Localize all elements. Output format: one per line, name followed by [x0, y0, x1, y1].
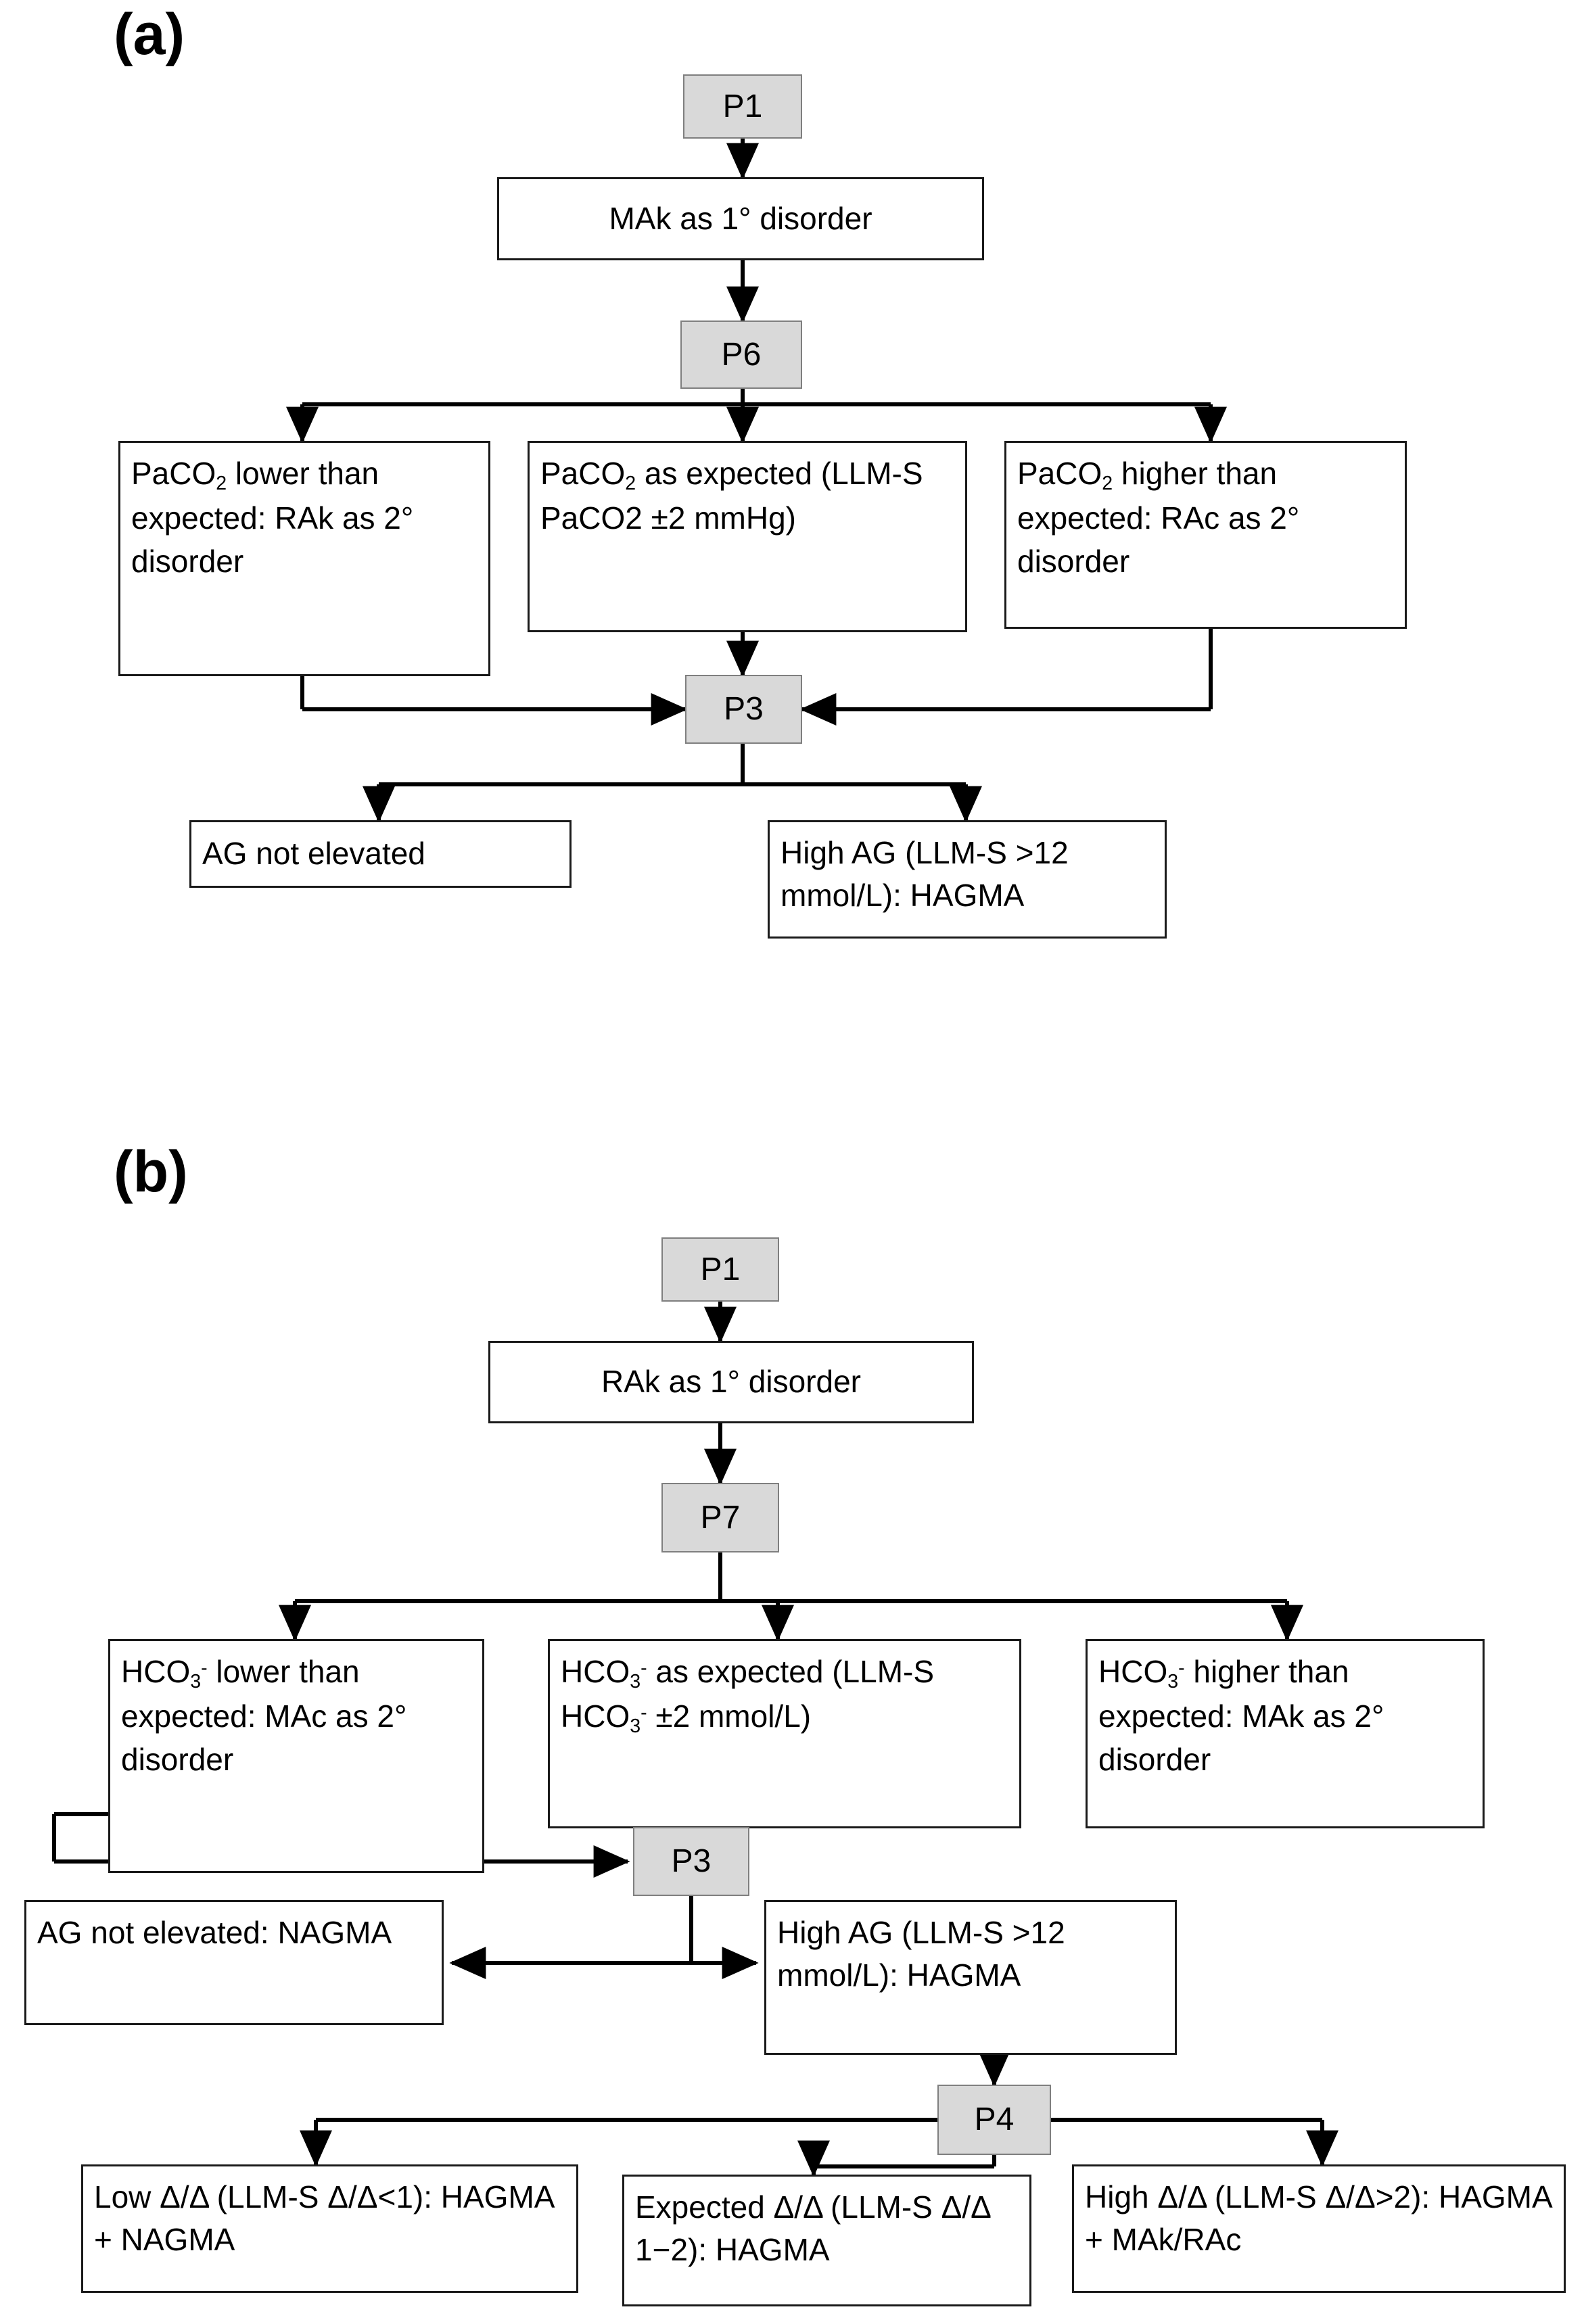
node-high-ag-b[interactable]: High AG (LLM-S >12 mmol/L): HAGMA: [764, 1900, 1177, 2055]
paco2-formula-prefix: PaCO: [1017, 456, 1102, 491]
node-hco3-lower-rest: lower than expected: MAc as 2° disorder: [121, 1654, 407, 1777]
hco3-subscript: 3: [1167, 1670, 1179, 1692]
decision-p4[interactable]: P4: [937, 2085, 1051, 2155]
node-delta-high-label: High Δ/Δ (LLM-S Δ/Δ>2): HAGMA + MAk/RAc: [1085, 2179, 1552, 2258]
hco3-superscript: -: [640, 1702, 647, 1724]
hco3-subscript: 3: [630, 1670, 641, 1692]
paco2-formula-prefix: PaCO: [540, 456, 626, 491]
decision-p3-a[interactable]: P3: [685, 675, 802, 744]
node-paco2-lower-rest: lower than expected: RAk as 2° disorder: [131, 456, 414, 579]
node-hco3-higher-label: HCO3- higher than expected: MAk as 2° di…: [1088, 1641, 1483, 1781]
node-paco2-higher-rest: higher than expected: RAc as 2° disorder: [1017, 456, 1300, 579]
node-delta-expected[interactable]: Expected Δ/Δ (LLM-S Δ/Δ 1−2): HAGMA: [622, 2175, 1031, 2306]
node-high-ag-b-label: High AG (LLM-S >12 mmol/L): HAGMA: [777, 1915, 1065, 1993]
hco3-superscript: -: [640, 1657, 647, 1680]
node-hco3-expected-rest-b: ±2 mmol/L): [647, 1699, 812, 1734]
node-high-ag-a[interactable]: High AG (LLM-S >12 mmol/L): HAGMA: [768, 820, 1167, 939]
hco3-subscript: 3: [190, 1670, 202, 1692]
node-paco2-higher-label: PaCO2 higher than expected: RAc as 2° di…: [1006, 443, 1405, 583]
decision-p7-label: P7: [700, 1499, 741, 1536]
decision-p1-a-label: P1: [722, 88, 763, 124]
node-paco2-expected-rest: as expected (LLM-S PaCO2 ±2 mmHg): [540, 456, 923, 536]
decision-p6[interactable]: P6: [680, 321, 802, 389]
node-hco3-lower[interactable]: HCO3- lower than expected: MAc as 2° dis…: [108, 1639, 484, 1873]
hco3-superscript: -: [1178, 1657, 1185, 1680]
node-ag-not-elevated-a[interactable]: AG not elevated: [189, 820, 572, 888]
node-rak-primary-disorder[interactable]: RAk as 1° disorder: [488, 1341, 974, 1423]
decision-p3-a-label: P3: [724, 691, 764, 727]
decision-p3-b[interactable]: P3: [633, 1827, 749, 1896]
decision-p1-b-label: P1: [700, 1251, 741, 1287]
node-high-ag-a-label: High AG (LLM-S >12 mmol/L): HAGMA: [781, 835, 1069, 914]
node-paco2-lower[interactable]: PaCO2 lower than expected: RAk as 2° dis…: [118, 441, 490, 676]
node-paco2-expected[interactable]: PaCO2 as expected (LLM-S PaCO2 ±2 mmHg): [528, 441, 967, 632]
node-delta-expected-label: Expected Δ/Δ (LLM-S Δ/Δ 1−2): HAGMA: [635, 2189, 990, 2268]
paco2-subscript: 2: [1102, 472, 1113, 494]
hco3-formula-prefix: HCO: [121, 1654, 191, 1689]
node-hco3-lower-label: HCO3- lower than expected: MAc as 2° dis…: [110, 1641, 482, 1781]
decision-p4-label: P4: [974, 2102, 1015, 2137]
node-delta-low-label: Low Δ/Δ (LLM-S Δ/Δ<1): HAGMA + NAGMA: [94, 2179, 553, 2258]
node-delta-high[interactable]: High Δ/Δ (LLM-S Δ/Δ>2): HAGMA + MAk/RAc: [1072, 2164, 1566, 2293]
decision-p7[interactable]: P7: [661, 1483, 779, 1552]
node-ag-not-elevated-a-label: AG not elevated: [202, 836, 425, 872]
decision-p6-label: P6: [721, 336, 762, 373]
hco3-formula-prefix: HCO: [561, 1654, 630, 1689]
node-ag-not-elevated-b[interactable]: AG not elevated: NAGMA: [24, 1900, 444, 2025]
hco3-superscript: -: [201, 1657, 208, 1680]
node-paco2-higher[interactable]: PaCO2 higher than expected: RAc as 2° di…: [1004, 441, 1407, 629]
decision-p3-b-label: P3: [671, 1843, 712, 1879]
node-hco3-higher-rest: higher than expected: MAk as 2° disorder: [1098, 1654, 1384, 1777]
node-delta-low[interactable]: Low Δ/Δ (LLM-S Δ/Δ<1): HAGMA + NAGMA: [81, 2164, 578, 2293]
node-paco2-lower-label: PaCO2 lower than expected: RAk as 2° dis…: [120, 443, 488, 583]
node-hco3-expected[interactable]: HCO3- as expected (LLM-S HCO3- ±2 mmol/L…: [548, 1639, 1021, 1828]
hco3-formula-prefix: HCO: [1098, 1654, 1168, 1689]
paco2-subscript: 2: [216, 472, 227, 494]
node-mak-primary-disorder[interactable]: MAk as 1° disorder: [497, 177, 984, 260]
panel-label-b: (b): [114, 1139, 188, 1204]
paco2-subscript: 2: [625, 472, 636, 494]
node-paco2-expected-label: PaCO2 as expected (LLM-S PaCO2 ±2 mmHg): [530, 443, 965, 540]
decision-p1-a[interactable]: P1: [683, 74, 802, 139]
node-mak-primary-disorder-label: MAk as 1° disorder: [609, 200, 872, 236]
hco3-subscript: 3: [630, 1715, 641, 1738]
node-hco3-expected-rest-a: as expected (LLM-S HCO: [561, 1654, 935, 1734]
node-hco3-higher[interactable]: HCO3- higher than expected: MAk as 2° di…: [1086, 1639, 1485, 1828]
panel-label-a: (a): [114, 2, 185, 67]
paco2-formula-prefix: PaCO: [131, 456, 216, 491]
node-hco3-expected-label: HCO3- as expected (LLM-S HCO3- ±2 mmol/L…: [550, 1641, 1019, 1740]
node-ag-not-elevated-b-label: AG not elevated: NAGMA: [37, 1915, 392, 1950]
decision-p1-b[interactable]: P1: [661, 1237, 779, 1302]
node-rak-primary-disorder-label: RAk as 1° disorder: [601, 1364, 861, 1400]
